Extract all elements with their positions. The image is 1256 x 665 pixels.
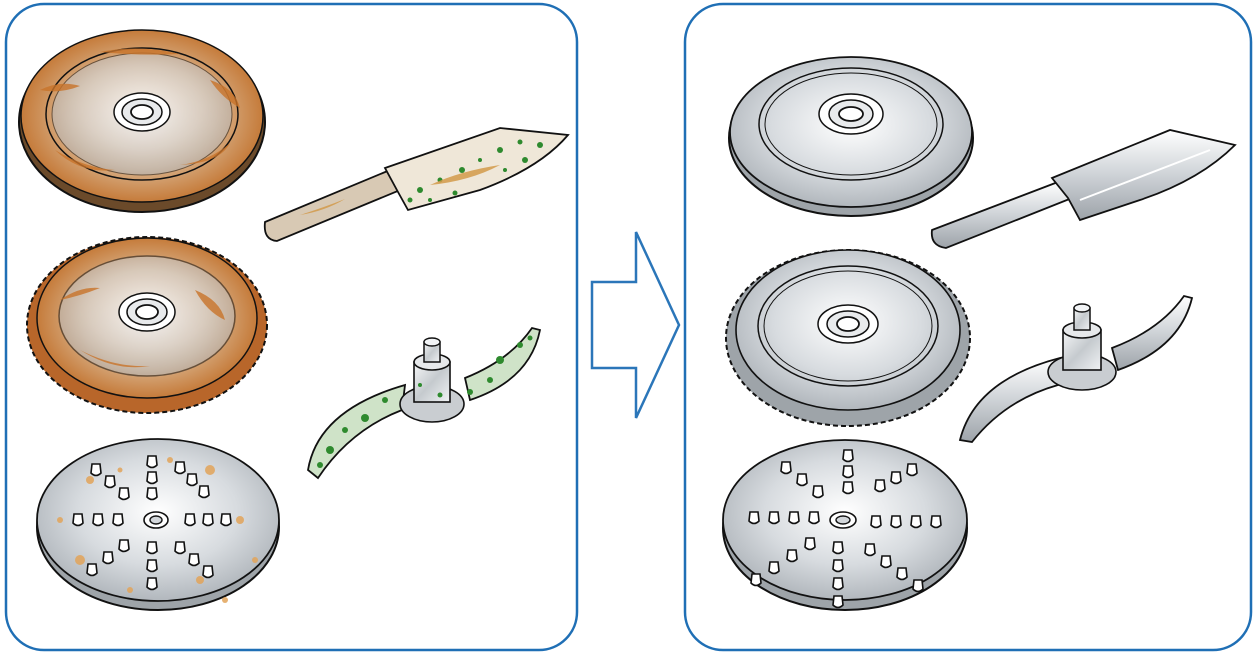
clean-grater-disc xyxy=(722,439,968,611)
dirty-santoku-knife xyxy=(263,127,570,242)
clean-slicer-blade xyxy=(728,56,974,217)
dirty-chopper-blade xyxy=(307,326,542,480)
rusty-grater-disc xyxy=(36,438,280,611)
after-panel xyxy=(722,56,1237,611)
clean-santoku-knife xyxy=(930,129,1237,249)
rusty-slicer-blade xyxy=(18,29,266,213)
right-arrow-icon xyxy=(590,231,681,419)
rusty-serrated-blade xyxy=(26,236,268,414)
clean-serrated-blade xyxy=(725,249,971,427)
clean-chopper-blade xyxy=(958,294,1194,443)
before-panel xyxy=(18,29,570,611)
